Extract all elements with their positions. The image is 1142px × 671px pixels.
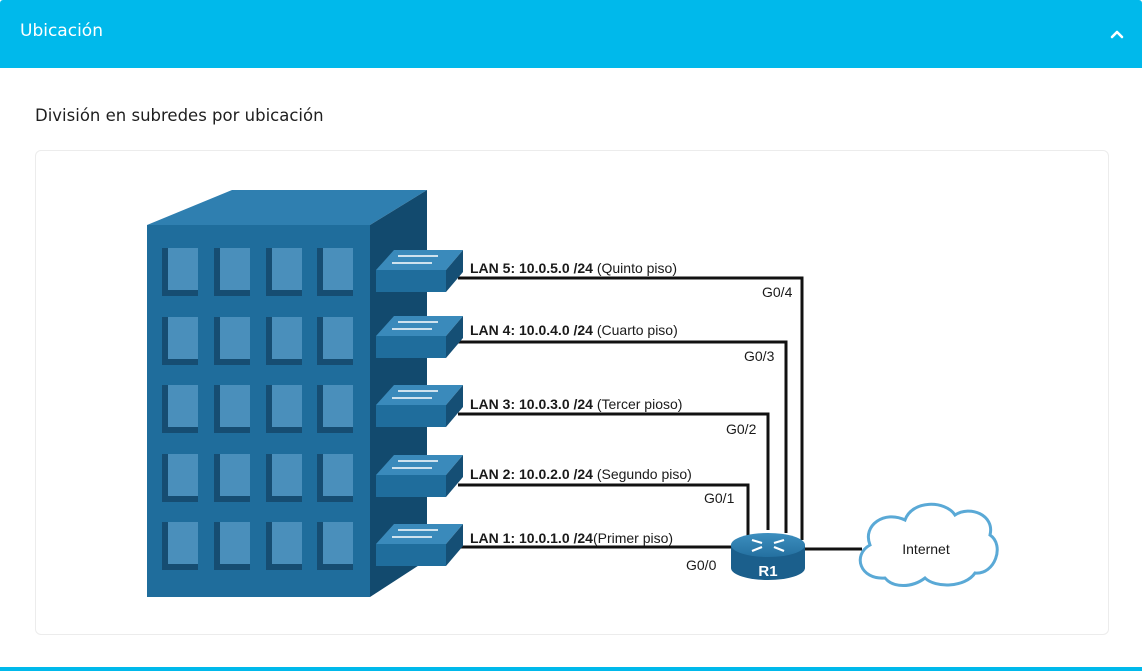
accordion-header[interactable]: Ubicación <box>0 0 1142 68</box>
building-window <box>266 385 302 433</box>
building-window <box>162 248 198 296</box>
lan5-label: LAN 5: 10.0.5.0 /24 (Quinto piso) <box>470 260 677 276</box>
building-window <box>162 385 198 433</box>
building-window <box>214 385 250 433</box>
network-links <box>458 276 862 551</box>
port-g0-1: G0/1 <box>704 490 735 506</box>
port-g0-3: G0/3 <box>744 348 775 364</box>
router-label: R1 <box>758 563 777 580</box>
building-window <box>266 522 302 570</box>
building-window <box>214 454 250 502</box>
building-window <box>317 248 353 296</box>
building-window <box>266 248 302 296</box>
building-window <box>317 454 353 502</box>
switch-icon <box>376 455 463 497</box>
switch-icon <box>376 250 463 292</box>
building-window <box>317 317 353 365</box>
switch-icon <box>376 316 463 358</box>
switch-icon <box>376 524 463 566</box>
building-window <box>317 522 353 570</box>
section-title: División en subredes por ubicación <box>35 106 324 125</box>
building-window <box>214 248 250 296</box>
lan3-label: LAN 3: 10.0.3.0 /24 (Tercer pioso) <box>470 396 682 412</box>
port-g0-0: G0/0 <box>686 557 717 573</box>
internet-label: Internet <box>902 541 950 557</box>
building-window <box>214 317 250 365</box>
lan2-label: LAN 2: 10.0.2.0 /24 (Segundo piso) <box>470 466 692 482</box>
lan4-label: LAN 4: 10.0.4.0 /24 (Cuarto piso) <box>470 322 678 338</box>
port-g0-4: G0/4 <box>762 284 793 300</box>
switch-icon <box>376 385 463 427</box>
building-window <box>317 385 353 433</box>
router-icon: R1 <box>731 533 805 580</box>
building-window <box>214 522 250 570</box>
port-g0-2: G0/2 <box>726 421 757 437</box>
accordion-bottom-border <box>0 667 1142 671</box>
internet-cloud-icon: Internet <box>858 502 999 587</box>
building-window <box>162 454 198 502</box>
building-window <box>266 317 302 365</box>
building-window <box>162 522 198 570</box>
diagram-container <box>35 150 1109 635</box>
building-window <box>162 317 198 365</box>
building-window <box>266 454 302 502</box>
accordion-title: Ubicación <box>20 21 103 41</box>
chevron-up-icon[interactable] <box>1110 22 1124 44</box>
lan1-label: LAN 1: 10.0.1.0 /24(Primer piso) <box>470 530 673 546</box>
